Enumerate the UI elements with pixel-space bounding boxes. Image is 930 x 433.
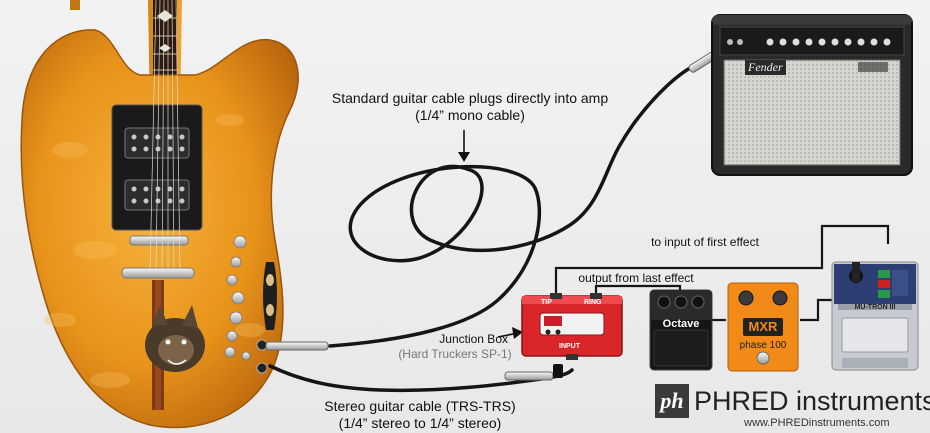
mxr-pedal [727,282,799,372]
phred-logo-icon: ph [655,384,689,418]
stereo-cable-caption-line2: (1/4” stereo to 1/4” stereo) [338,415,502,431]
neck-pickup [124,127,190,159]
amp-cable-caption-line1: Standard guitar cable plugs directly int… [331,90,609,106]
junction-box-label: Junction Box [439,332,508,346]
phred-logo-name: PHRED instruments [694,386,930,416]
mutron-pedal [831,261,919,371]
octave-pedal-label: Octave [662,318,700,330]
arrow-icon [458,130,470,162]
mxr-model-label: phase 100 [739,340,787,351]
inlay-icon [157,10,173,84]
amp-grille [723,59,901,166]
amplifier [711,14,913,176]
junction-box-model: (Hard Truckers SP-1) [398,347,512,361]
junction-tip-label: TIP [541,299,552,306]
stereo-cable-caption-line1: Stereo guitar cable (TRS-TRS) [324,398,516,414]
amp-cable-caption-line2: (1/4” mono cable) [415,107,525,123]
junction-box [521,293,623,360]
output-from-label: output from last effect [578,271,694,285]
mutron-label: MU-TRON III [854,304,896,311]
selector-switch [263,262,277,330]
junction-ring-label: RING [584,299,602,306]
guitar [20,0,299,429]
to-input-label: to input of first effect [651,235,759,249]
junction-input-label: INPUT [559,343,580,350]
wolf-inlay-icon [145,305,205,372]
guitar-tailpiece [121,267,195,279]
effects-loop-cables [554,224,890,322]
phred-url: www.PHREDinstruments.com [744,417,890,429]
mono-cable [328,66,692,348]
amp-brand: Fender [745,60,786,75]
mxr-brand-label: MXR [748,319,778,334]
octave-pedal [649,289,713,371]
arrow-icon [497,327,523,339]
control-knobs [224,235,251,361]
mono-plug-guitar [265,341,329,351]
stereo-output-jack [256,362,268,374]
